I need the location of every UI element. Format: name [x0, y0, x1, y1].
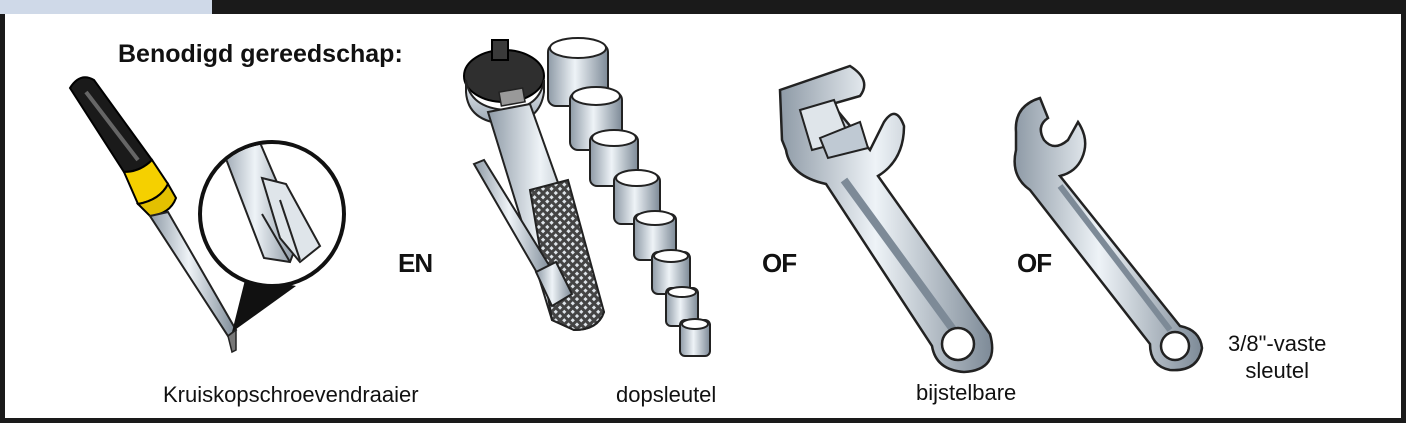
caption-combination-wrench-line2: sleutel	[1245, 358, 1309, 383]
screwdriver-tip-detail-icon	[198, 140, 346, 332]
caption-socket-wrench: dopsleutel	[616, 382, 717, 407]
adjustable-wrench-icon	[778, 64, 994, 374]
connector-or-2: OF	[1017, 248, 1052, 278]
caption-adjustable-wrench: bijstelbare	[916, 380, 1017, 405]
connector-and: EN	[398, 248, 433, 278]
heading-text: Benodigd gereedschap:	[118, 40, 403, 68]
caption-combination-wrench: 3/8"-vaste sleutel	[1228, 330, 1326, 384]
caption-screwdriver: Kruiskopschroevendraaier	[163, 382, 419, 407]
caption-combination-wrench-line1: 3/8"-vaste	[1228, 331, 1327, 356]
connector-or-1: OF	[762, 248, 797, 278]
socket-wrench-icon	[463, 39, 606, 332]
sockets-icon	[547, 37, 711, 357]
combination-wrench-icon	[1013, 96, 1204, 372]
header-tab	[0, 0, 212, 14]
screwdriver-icon	[68, 76, 238, 354]
